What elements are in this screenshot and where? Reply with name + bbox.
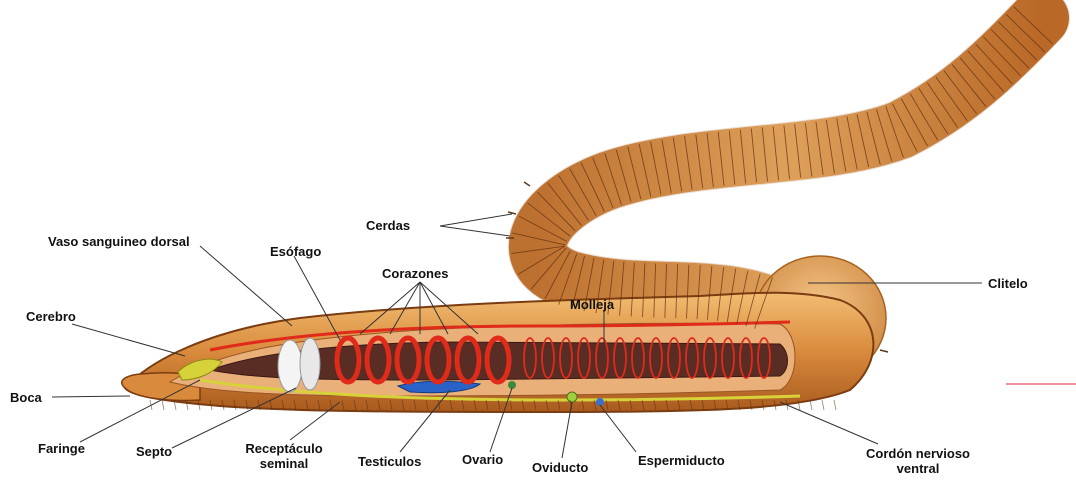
- label-vaso-sanguineo-dorsal: Vaso sanguineo dorsal: [48, 234, 190, 249]
- label-molleja: Molleja: [570, 297, 614, 312]
- ovary-dot: [508, 381, 516, 389]
- label-receptaculo-line2: seminal: [236, 456, 332, 471]
- septum-disc: [300, 338, 320, 390]
- label-receptaculo-seminal: Receptáculo seminal: [236, 441, 332, 471]
- oviduct-dot: [567, 392, 577, 402]
- label-boca: Boca: [10, 390, 42, 405]
- body-segment-tick: [810, 400, 812, 410]
- label-testiculos: Testiculos: [358, 454, 421, 469]
- label-clitelo: Clitelo: [988, 276, 1028, 291]
- body-segment-tick: [162, 400, 164, 410]
- label-faringe: Faringe: [38, 441, 85, 456]
- leader-boca: [52, 396, 130, 397]
- label-cerdas: Cerdas: [366, 218, 410, 233]
- sperm-duct-dot: [596, 398, 604, 406]
- label-ovario: Ovario: [462, 452, 503, 467]
- leader-cerebro: [72, 324, 185, 356]
- leader-cerdas: [440, 214, 512, 226]
- body-segment-tick: [834, 400, 836, 410]
- worm-body: [122, 18, 1040, 412]
- label-espermiducto: Espermiducto: [638, 453, 725, 468]
- label-oviducto: Oviducto: [532, 460, 588, 475]
- label-cordon-line2: ventral: [850, 461, 986, 476]
- label-corazones: Corazones: [382, 266, 448, 281]
- label-cordon-line1: Cordón nervioso: [850, 446, 986, 461]
- label-receptaculo-line1: Receptáculo: [236, 441, 332, 456]
- body-segment-tick: [822, 400, 824, 410]
- label-septo: Septo: [136, 444, 172, 459]
- label-esofago: Esófago: [270, 244, 321, 259]
- label-cerebro: Cerebro: [26, 309, 76, 324]
- leader-cerdas: [440, 226, 510, 236]
- leader-cordon: [780, 402, 878, 444]
- label-cordon-nervioso-ventral: Cordón nervioso ventral: [850, 446, 986, 476]
- septum-disc: [278, 340, 302, 392]
